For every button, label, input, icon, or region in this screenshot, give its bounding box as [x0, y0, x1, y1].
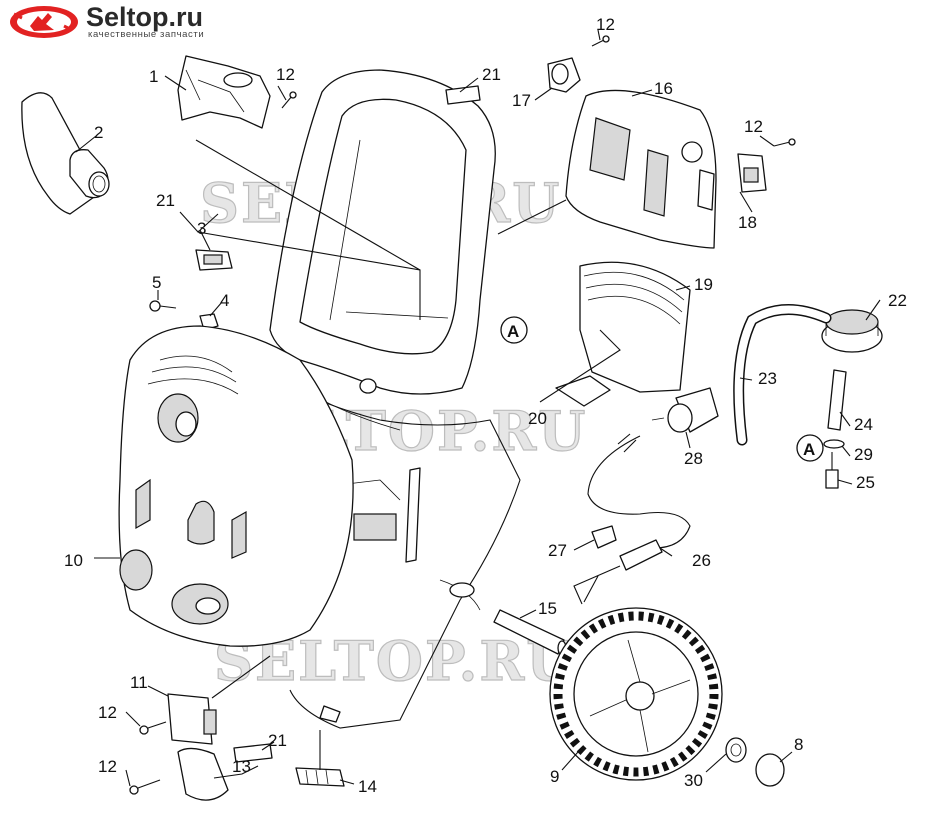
logo-name: Seltop.ru: [86, 2, 204, 32]
callout-19: 19: [694, 275, 713, 294]
part-18-clip: [737, 153, 767, 193]
seltop-logo[interactable]: Seltop.ru качественные запчасти: [8, 2, 248, 40]
callout-3: 3: [197, 219, 206, 238]
part-30-washer: [725, 737, 747, 763]
part-26-cable: [573, 433, 691, 605]
screw-12-bottom-a: [139, 721, 167, 735]
callout-12-right: 12: [744, 117, 763, 136]
part-17-bracket: [547, 57, 581, 93]
part-29-ring: [823, 439, 845, 449]
part-23-hose: [733, 304, 832, 446]
part-9-wheel: [549, 607, 723, 781]
callout-1: 1: [149, 67, 158, 86]
callout-11: 11: [130, 673, 148, 692]
callout-15: 15: [538, 599, 557, 618]
part-19-basket: [579, 261, 691, 393]
callout-17: 17: [512, 91, 531, 110]
callout-21-bottom: 21: [268, 731, 287, 750]
callout-25: 25: [856, 473, 875, 492]
callout-27: 27: [548, 541, 567, 560]
callout-20: 20: [528, 409, 547, 428]
callout-labels: 1 2 3 4 5 8 9 10 11 12 12 12 12 12 13 14…: [64, 15, 907, 796]
svg-text:A: A: [507, 322, 519, 341]
callout-4: 4: [220, 291, 229, 310]
callout-12-bottom-a: 12: [98, 703, 117, 722]
part-28-plug: [651, 387, 719, 433]
part-25-filter: [825, 452, 839, 489]
callout-12-top-center: 12: [596, 15, 615, 34]
callout-13: 13: [232, 757, 251, 776]
callout-26: 26: [692, 551, 711, 570]
part-2-hose-holder: [21, 92, 110, 215]
callout-23: 23: [758, 369, 777, 388]
callout-12-bottom-b: 12: [98, 757, 117, 776]
part-3-plate: [195, 249, 233, 271]
callout-2: 2: [94, 123, 103, 142]
callout-10: 10: [64, 551, 83, 570]
logo-tagline: качественные запчасти: [88, 29, 205, 40]
part-10-front-cover: [118, 325, 354, 647]
screw-12-top-center: [591, 35, 610, 47]
callout-24: 24: [854, 415, 873, 434]
part-24-tube: [827, 369, 847, 431]
part-14-brush: [295, 767, 345, 787]
callout-9: 9: [550, 767, 559, 786]
part-27-clip: [591, 525, 617, 549]
screw-5: [149, 300, 177, 312]
part-16-hood: [565, 89, 717, 249]
callout-21-top: 21: [482, 65, 501, 84]
watermark-bottom: SELTOP.RU: [214, 629, 575, 693]
callout-12-top-left: 12: [276, 65, 295, 84]
part-22-cap: [821, 309, 883, 353]
main-frame-handle: [249, 69, 521, 729]
part-8-hub-cap: [755, 753, 785, 787]
part-13-clip: [177, 747, 229, 801]
part-20-tray: [555, 375, 611, 407]
callout-30: 30: [684, 771, 703, 790]
callout-21-left: 21: [156, 191, 175, 210]
screw-12-right: [773, 138, 796, 147]
callout-29: 29: [854, 445, 873, 464]
callout-16: 16: [654, 79, 673, 98]
connector-marker-a-filter: A: [796, 434, 824, 462]
callout-8: 8: [794, 735, 803, 754]
screw-12-top-left: [281, 91, 297, 109]
callout-28: 28: [684, 449, 703, 468]
connector-marker-a-frame: A: [500, 316, 528, 344]
callout-22: 22: [888, 291, 907, 310]
part-11-bracket: [167, 693, 217, 745]
callout-14: 14: [358, 777, 377, 796]
callout-5: 5: [152, 273, 161, 292]
screw-12-bottom-b: [129, 779, 161, 795]
callout-18: 18: [738, 213, 757, 232]
part-21-labels: [233, 85, 481, 763]
svg-text:A: A: [803, 440, 815, 459]
logo-badge-icon: [10, 6, 78, 38]
leader-lines: [75, 29, 881, 787]
part-1-clip: [177, 55, 271, 129]
